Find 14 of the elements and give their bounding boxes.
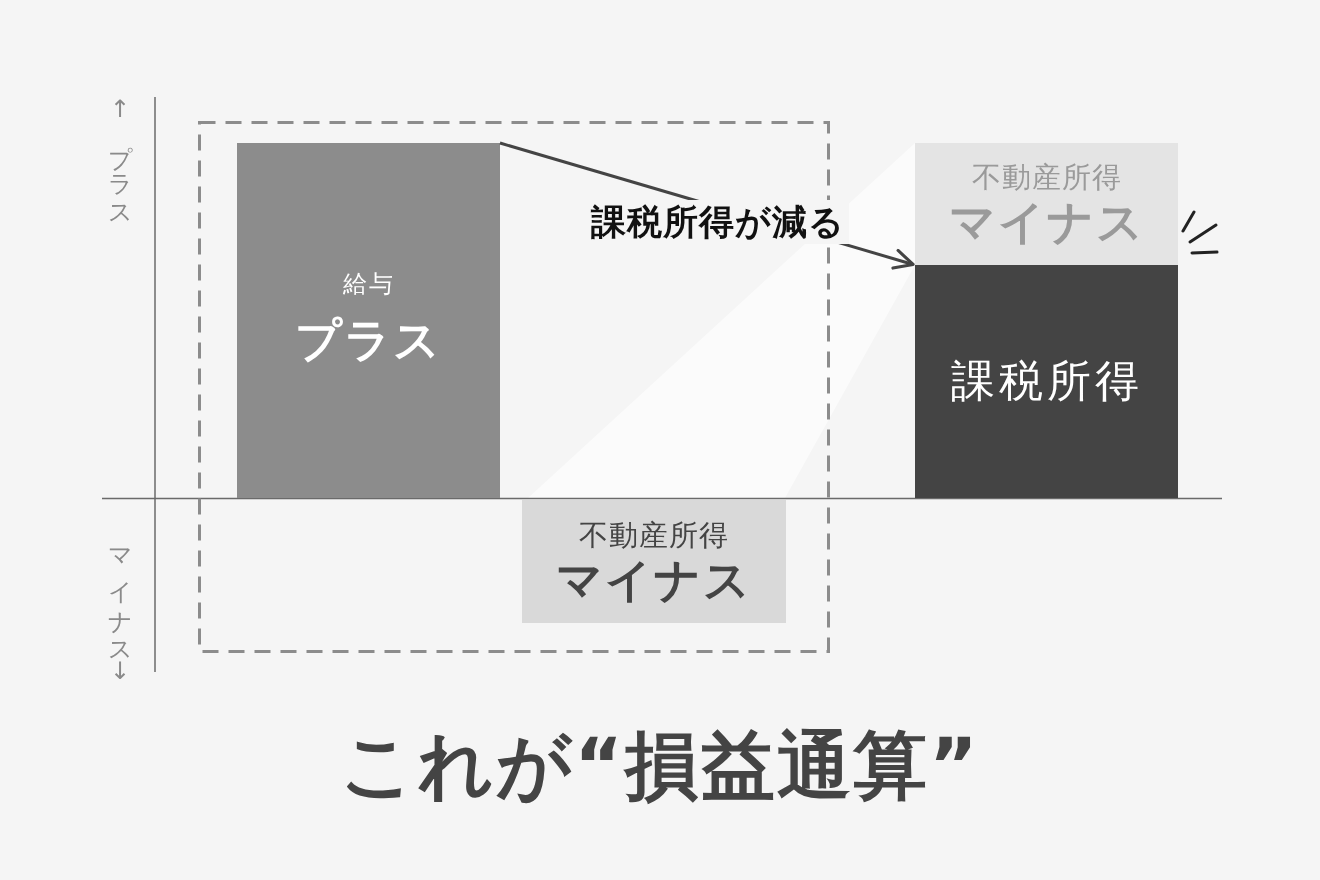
axis-label: ↑プラス xyxy=(106,95,134,220)
axis-label: マイナス↓ xyxy=(106,533,134,689)
bar-label: 課税所得 xyxy=(950,355,1143,408)
income-bar xyxy=(237,143,500,498)
bar-sign-label: マイナス xyxy=(948,197,1145,248)
bar-sign-label: プラス xyxy=(295,312,442,369)
bar-label: 不動産所得 xyxy=(579,517,729,553)
taxable-income-bar xyxy=(915,265,1178,498)
offset-bar-segment xyxy=(915,143,1178,265)
bar-sign-label: マイナス xyxy=(556,554,752,606)
bar-label: 給与 xyxy=(342,270,395,299)
bar-label: 不動産所得 xyxy=(971,160,1122,196)
title: これが“損益通算” xyxy=(340,721,980,810)
loss-bar xyxy=(522,500,786,623)
